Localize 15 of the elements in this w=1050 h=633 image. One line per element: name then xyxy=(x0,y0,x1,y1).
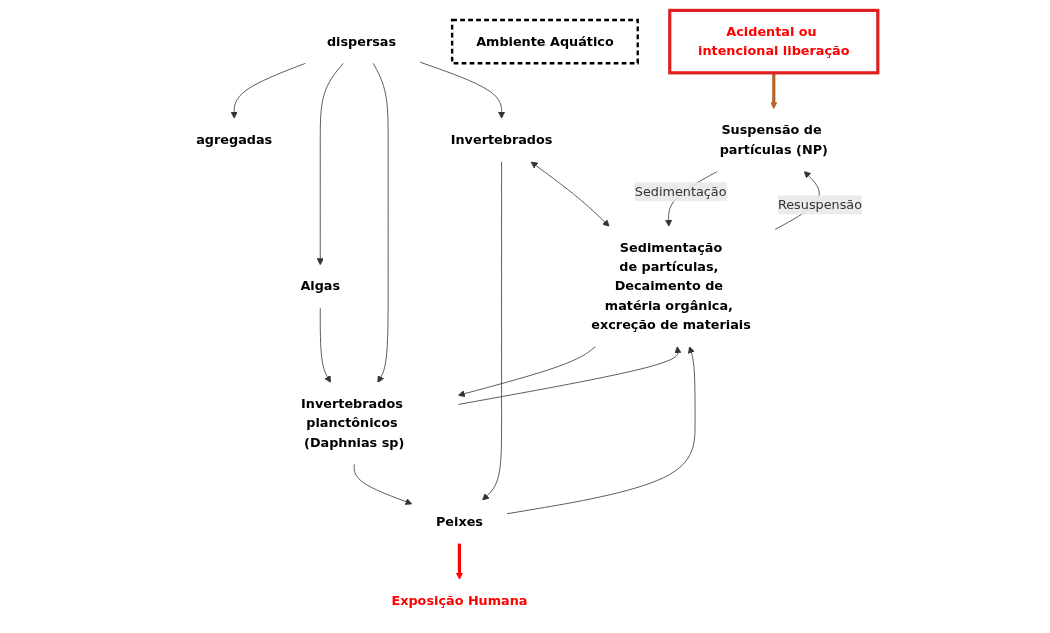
node-text: Peixes xyxy=(435,513,483,529)
node-text: Invertebrados xyxy=(450,132,553,148)
node-text: agregadas xyxy=(196,132,273,148)
arrow xyxy=(455,543,463,580)
node-text: Exposição Humana xyxy=(391,592,528,609)
node-text: Suspensão de partículas (NP) xyxy=(719,122,828,157)
edge-label: Sedimentação xyxy=(634,183,727,199)
edge-label: Resuspensão xyxy=(777,196,863,213)
arrow xyxy=(770,72,778,110)
node-text: Sedimentação de partículas, Decaimento de matéria orgânica, excreção de materiais xyxy=(591,240,751,333)
node-text: Algas xyxy=(300,278,341,294)
node-text: dispersas xyxy=(326,33,397,49)
node-box: Ambiente Aquático xyxy=(450,18,639,65)
node-text: Invertebrados planctônicos (Daphnias sp) xyxy=(301,396,405,450)
node-box: Acidental ou intencional liberação xyxy=(668,8,880,75)
